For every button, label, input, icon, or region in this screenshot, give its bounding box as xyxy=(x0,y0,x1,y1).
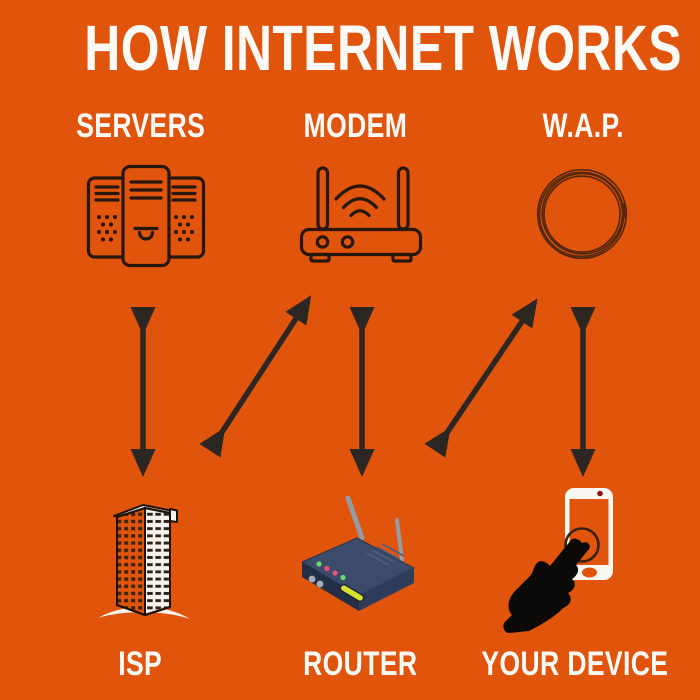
skyscraper-building-icon xyxy=(98,504,190,619)
page-title: HOW INTERNET WORKS xyxy=(84,12,682,84)
wifi-modem-icon xyxy=(299,166,423,263)
smartphone-touch-hand-icon xyxy=(503,488,613,633)
pointing-hand-silhouette xyxy=(503,538,590,633)
arrow-router-wap xyxy=(424,298,538,458)
wireless-router-3d-icon xyxy=(301,495,415,611)
label-router: ROUTER xyxy=(302,645,418,683)
label-servers: SERVERS xyxy=(76,107,206,145)
label-modem: MODEM xyxy=(303,107,407,145)
label-isp: ISP xyxy=(118,645,162,683)
arrow-isp-modem xyxy=(199,295,312,458)
label-wap: W.A.P. xyxy=(542,107,624,145)
label-your-device: YOUR DEVICE xyxy=(481,645,669,683)
server-rack-icon xyxy=(86,164,206,268)
wireless-access-point-coil-icon xyxy=(536,168,628,260)
